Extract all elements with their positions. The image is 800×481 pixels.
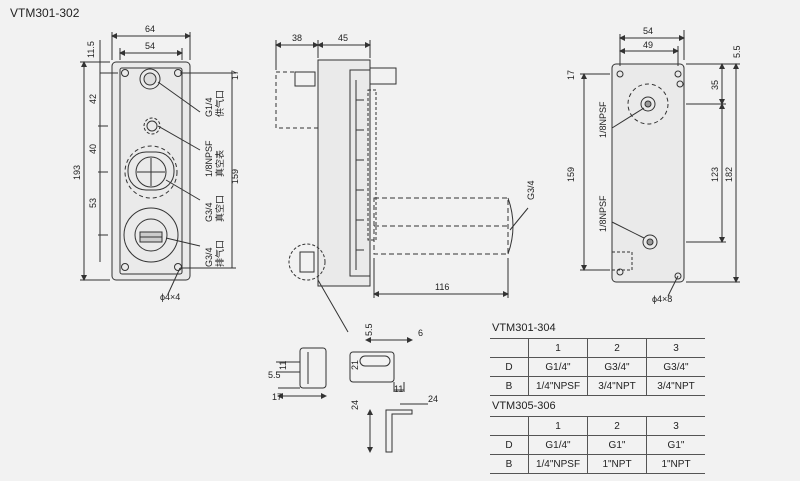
- front-view: [80, 32, 236, 295]
- back-hole-note: ϕ4×8: [652, 294, 672, 304]
- dim-back-h2: 35: [710, 80, 720, 90]
- table2-title: VTM305-306: [492, 400, 556, 412]
- table-cell: 1"NPT: [587, 454, 647, 474]
- table-row: 1 2 3: [490, 338, 705, 358]
- port1-name: 供气口: [214, 90, 225, 117]
- port4-name: 排气口: [214, 240, 225, 267]
- port3-name: 真空口: [214, 195, 225, 222]
- table-cell: G1": [587, 435, 647, 455]
- table-cell: G3/4": [646, 357, 705, 377]
- dim-d1: 42: [88, 94, 98, 104]
- table-row: B 1/4"NPSF 1"NPT 1"NPT: [490, 454, 705, 474]
- detail-d1: 5.5: [364, 323, 374, 336]
- dim-right-span: 159: [230, 169, 240, 184]
- dim-back-w2: 49: [643, 40, 653, 50]
- port2-name: 真空表: [214, 150, 225, 177]
- detail-d7: 17: [272, 392, 282, 402]
- page-title: VTM301-302: [10, 6, 80, 20]
- table-cell: D: [490, 435, 529, 455]
- dim-back-h4: 123: [710, 167, 720, 182]
- side-view-labels: 38 45 116 G3/4: [292, 33, 536, 292]
- table-cell: 2: [587, 416, 647, 436]
- table-cell: 1: [528, 416, 588, 436]
- dim-back-w3: 5.5: [732, 45, 742, 58]
- detail-labels: 5.5 6 11 21 5.5 11 17 24 24: [268, 323, 438, 410]
- dim-top-margin: 11.5: [86, 41, 96, 58]
- dim-back-h5: 182: [724, 167, 734, 182]
- detail-d2: 6: [418, 328, 423, 338]
- table-cell: B: [490, 376, 529, 396]
- port3-size: G3/4: [204, 202, 214, 222]
- dim-side-left: 38: [292, 33, 302, 43]
- table-cell: 1/4"NPSF: [528, 376, 588, 396]
- dim-back-w1: 54: [643, 26, 653, 36]
- dim-height: 193: [72, 165, 82, 180]
- dim-width-inner: 54: [145, 41, 155, 51]
- table-cell: D: [490, 357, 529, 377]
- dim-side-right: 45: [338, 33, 348, 43]
- front-view-labels: 64 54 11.5 42 40 53 193 17 159 ϕ4×4 G1/4…: [72, 24, 240, 302]
- table-cell: 1"NPT: [646, 454, 705, 474]
- side-port: G3/4: [526, 180, 536, 200]
- detail-d8: 24: [350, 400, 360, 410]
- table-row: D G1/4" G3/4" G3/4": [490, 357, 705, 377]
- table-cell: 3/4"NPT: [587, 376, 647, 396]
- dim-side-length: 116: [435, 282, 449, 292]
- table-cell: G1": [646, 435, 705, 455]
- detail-d6: 11: [394, 384, 403, 394]
- table-cell: 1: [528, 338, 588, 358]
- table-row: 1 2 3: [490, 416, 705, 436]
- port4-size: G3/4: [204, 247, 214, 267]
- port2-size: 1/8NPSF: [204, 140, 214, 177]
- detail-d9: 24: [428, 394, 438, 404]
- table-cell: G1/4": [528, 357, 588, 377]
- hole-note: ϕ4×4: [160, 292, 180, 302]
- port1-size: G1/4: [204, 97, 214, 117]
- table-row: B 1/4"NPSF 3/4"NPT 3/4"NPT: [490, 376, 705, 396]
- detail-d3: 11: [278, 361, 288, 370]
- dim-back-h3: 159: [566, 167, 576, 182]
- table-cell: 3: [646, 416, 705, 436]
- dim-back-h1: 17: [566, 70, 576, 80]
- spec-table-2: 1 2 3 D G1/4" G1" G1" B 1/4"NPSF 1"NPT 1…: [490, 416, 705, 474]
- back-port-top: 1/8NPSF: [598, 101, 608, 138]
- spec-table-1: 1 2 3 D G1/4" G3/4" G3/4" B 1/4"NPSF 3/4…: [490, 338, 705, 396]
- table-cell: B: [490, 454, 529, 474]
- dim-d2: 40: [88, 144, 98, 154]
- table-cell: 3/4"NPT: [646, 376, 705, 396]
- detail-d4: 21: [350, 360, 360, 370]
- table-cell: 1/4"NPSF: [528, 454, 588, 474]
- back-view: [580, 30, 740, 297]
- dim-right-small: 17: [230, 70, 240, 80]
- back-view-labels: 54 49 5.5 17 35 159 123 182 1/8NPSF 1/8N…: [566, 26, 742, 304]
- dim-d3: 53: [88, 198, 98, 208]
- table-cell: 2: [587, 338, 647, 358]
- back-port-bottom: 1/8NPSF: [598, 195, 608, 232]
- table-row: D G1/4" G1" G1": [490, 435, 705, 455]
- detail-views: [276, 337, 428, 453]
- table-cell: 3: [646, 338, 705, 358]
- detail-d5: 5.5: [268, 370, 281, 380]
- dim-width-outer: 64: [145, 24, 155, 34]
- side-view: [275, 40, 529, 333]
- table-cell: G3/4": [587, 357, 647, 377]
- table-cell: G1/4": [528, 435, 588, 455]
- table1-title: VTM301-304: [492, 322, 556, 334]
